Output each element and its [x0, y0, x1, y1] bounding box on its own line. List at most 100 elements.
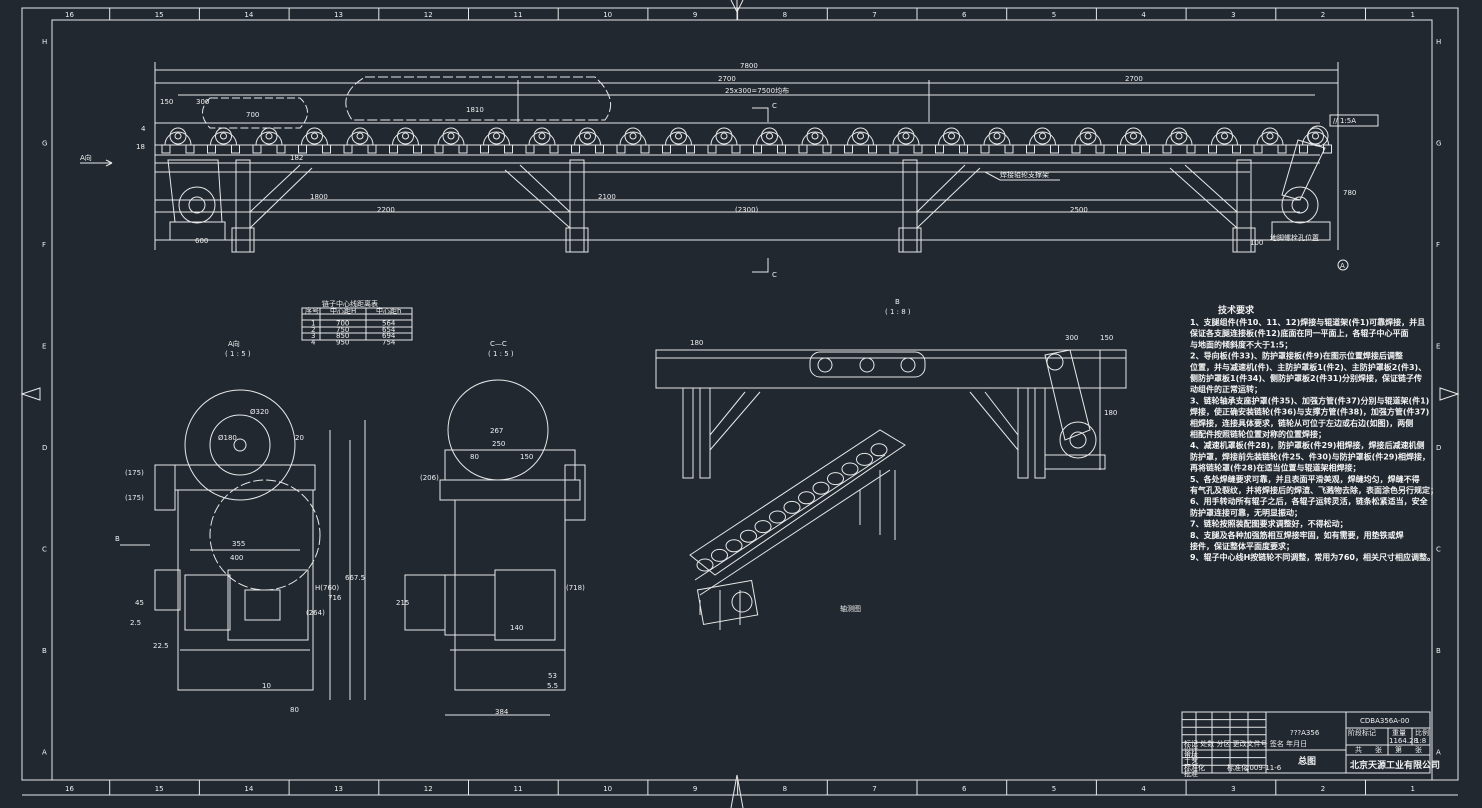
sheet-total: 共: [1355, 745, 1362, 754]
requirement-line: 有气孔及裂纹，并将焊接后的焊渣、飞溅物去除，表面涂色另行规定；: [1190, 485, 1438, 496]
roller-wheel: [1261, 127, 1279, 145]
roller-hub: [220, 132, 227, 140]
roller: [525, 127, 559, 154]
roller-hub: [1084, 132, 1092, 140]
view-a-arrow-label: A向: [80, 153, 92, 162]
zone-column-label: 15: [155, 785, 164, 793]
requirement-line: 焊接，使正确安装链轮(件36)与支撑方管(件38)，加强方管(件37): [1190, 407, 1429, 417]
roller-arc: [938, 131, 965, 146]
dimension-label: H(760): [315, 584, 339, 592]
roller-bearing: [1004, 144, 1014, 154]
roller: [1071, 127, 1105, 154]
dim-780: 780: [1343, 189, 1356, 197]
zone-column-label: 5: [1052, 785, 1056, 793]
drawing-name: 总图: [1298, 755, 1316, 767]
roller: [252, 127, 286, 154]
view-b-scale: ( 1 : 8 ): [885, 308, 911, 316]
roller-bearing: [822, 144, 832, 154]
roller-bearing: [1299, 144, 1308, 154]
roller-bearing: [525, 144, 535, 154]
tolerance-frame: [1329, 114, 1379, 127]
requirement-line: 防护罩连接可靠，无明显振动；: [1190, 507, 1302, 518]
requirement-line: 动组件的正常运转；: [1190, 384, 1262, 395]
iso-roller: [856, 452, 873, 466]
zone-column-label: 14: [244, 11, 253, 19]
table-cell: 754: [382, 339, 396, 347]
support-legs: [231, 159, 1256, 253]
table-cell: 4: [311, 339, 316, 347]
dimension-label: 150: [1100, 334, 1113, 342]
roller-arc: [210, 131, 237, 146]
tolerance-text: // 1:5A: [1333, 117, 1356, 125]
roller-wheel: [988, 127, 1006, 145]
roller: [798, 127, 832, 154]
roller-bearing: [640, 144, 650, 154]
iso-roller: [841, 462, 859, 476]
dim-300: 300: [196, 98, 209, 106]
roller-hub: [356, 132, 364, 140]
title-block-row-label: 审核: [1184, 751, 1198, 760]
dimension-label: 300: [1065, 334, 1078, 342]
roller-bearing: [753, 144, 762, 154]
dimension-label: 355: [232, 540, 245, 548]
table-cell: 700: [336, 319, 349, 327]
dimension-label: (175): [125, 469, 144, 477]
roller-bearing: [413, 144, 422, 154]
roller-bearing: [343, 144, 353, 154]
roller-bearing: [1050, 144, 1059, 154]
requirement-line: 保证各支腿连接板(件12)底面在同一平面上，各辊子中心平面: [1189, 328, 1408, 338]
title-block-row-label: 工艺: [1184, 758, 1198, 766]
requirement-line: 防护罩，焊接前先装链轮(件25、件30)与防护罩板(件29)相焊接，: [1190, 451, 1430, 461]
scale-label: 比例: [1415, 728, 1429, 737]
roller-bearing: [1117, 144, 1126, 154]
roller-hub: [857, 132, 864, 140]
dim-2500: 2500: [1070, 206, 1088, 214]
roller: [616, 127, 650, 154]
roller-bearing: [231, 144, 240, 154]
date: 2009-11-6: [1245, 764, 1282, 772]
zone-column-label: 5: [1052, 11, 1056, 19]
main-elevation-view: 7800 2700 2700 25x300=7500均布 150 300 700…: [80, 62, 1379, 279]
table-cell: 694: [382, 332, 396, 340]
roller-bearing: [322, 144, 331, 154]
drawing-frame: 1616151514141313121211111010998877665544…: [20, 0, 1460, 808]
roller-hub: [538, 132, 546, 140]
requirement-line: 再将链轮罩(件28)在适当位置与辊道架相焊接；: [1190, 463, 1360, 474]
product-outline-small: [202, 97, 308, 129]
drive-unit-right: [1271, 125, 1331, 241]
zone-row-label: H: [1436, 38, 1441, 46]
zone-column-label: 6: [962, 11, 967, 19]
sheet-label: 张: [1375, 745, 1382, 754]
view-a-title: A向: [228, 339, 240, 348]
section-cc-title: C—C: [490, 340, 507, 348]
sheet-label-2: 张: [1415, 745, 1422, 754]
table-cell: 750: [336, 326, 349, 334]
roller-wheel: [1079, 127, 1097, 145]
iso-roller: [711, 548, 728, 562]
zone-row-label: A: [42, 749, 47, 757]
table-cell: 2: [311, 326, 315, 334]
requirement-line: 侧防护罩板1(件34)、侧防护罩板2(件31)分别焊接，保证链子传: [1190, 373, 1422, 383]
roller-wheel: [806, 127, 824, 145]
table-cell: 850: [336, 332, 349, 340]
dimension-label: 5.5: [547, 682, 558, 690]
dim-18: 18: [136, 143, 145, 151]
sheet-no: 第: [1395, 745, 1402, 754]
standardization-label: 标准化: [1227, 763, 1248, 772]
centering-mark-bottom: [730, 774, 744, 808]
requirement-line: 7、链轮按照装配图要求调整好，不得松动；: [1190, 519, 1348, 530]
title-block: CDBA356A-00 ???A356 总图 北京天源工业有限公司 阶段标记 重…: [1181, 711, 1440, 778]
datum-a-label: A: [1340, 262, 1345, 270]
zone-column-label: 7: [872, 11, 876, 19]
requirement-line: 6、用手转动所有辊子之后，各辊子运转灵活，链条松紧适当，安全: [1190, 496, 1429, 506]
roller-bearing: [913, 144, 923, 154]
view-b-title: B: [895, 298, 900, 306]
requirement-line: 8、支腿及各种加强筋相互焊接牢固，如有需要，用垫铁或焊: [1190, 530, 1404, 540]
roller-wheel: [1216, 127, 1233, 145]
section-c-marker-bottom: [752, 258, 769, 273]
roller-hub: [584, 132, 591, 140]
roller-wheel: [397, 127, 414, 145]
table-cell: 564: [382, 319, 396, 327]
dim-150: 150: [160, 98, 173, 106]
